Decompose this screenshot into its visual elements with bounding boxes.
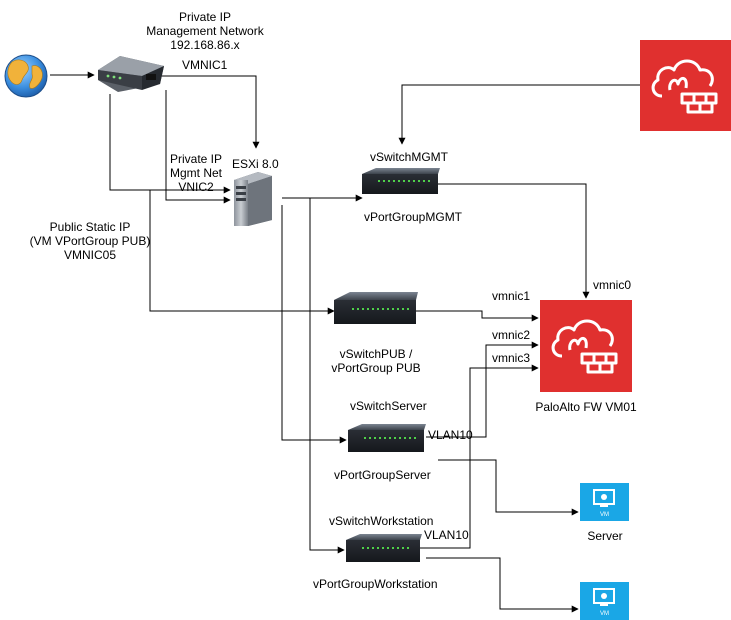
label-vmnic1: VMNIC1 [182,58,228,72]
globe-icon [4,54,48,98]
label-fw-vmnic1: vmnic1 [492,289,531,303]
label-private-ip-vnic2: Private IP Mgmt Net VNIC2 [169,152,223,194]
label-vswitch-server: vSwitchServer [350,399,427,413]
network-switch-icon [348,424,426,452]
edge-vswitchpub-fw-vmnic1 [416,310,539,322]
edge-esxi-vswitchworkstation [309,198,345,554]
edge-router-esxi-a [109,94,231,194]
edge-esxi-vswitchserver [281,205,347,444]
network-switch-icon [334,292,418,324]
firewall-cloud-icon [640,40,731,131]
edge-router-esxi-vmnic1 [160,75,260,149]
label-esxi: ESXi 8.0 [232,157,279,171]
label-vportgroup-mgmt: vPortGroupMGMT [364,210,463,224]
label-vportgroup-workstation: vPortGroupWorkstation [313,577,438,591]
label-vlan10-server: VLAN10 [428,428,473,442]
label-vswitch-pub: vSwitchPUB / vPortGroup PUB [331,347,421,375]
label-vmnic2: vmnic2 [492,328,531,342]
label-vswitch-mgmt: vSwitchMGMT [370,150,448,164]
edge-server-fw-vmnic2 [426,341,539,438]
network-switch-icon [362,168,440,194]
label-private-ip-mgmt-network: Private IP Management Network 192.168.86… [146,10,264,52]
network-switch-icon [346,534,422,562]
edge-router-esxi-vnic2 [165,90,231,204]
label-vswitch-workstation: vSwitchWorkstation [329,514,434,528]
router-icon [98,56,164,92]
server-tower-icon [234,172,272,226]
label-firewall-name: PaloAlto FW VM01 [535,400,637,414]
edge-vswitchmgmt-fw-vmnic0 [438,183,590,299]
label-vportgroup-server: vPortGroupServer [334,468,431,482]
vm-badge: VM [600,611,609,617]
label-server: Server [587,529,623,543]
vm-monitor-icon: VM [580,582,629,620]
edge-public-vswitchpub [149,190,335,315]
vm-monitor-icon: VM [580,483,629,521]
edge-vswitchserver-vm [438,459,579,516]
connections [50,71,640,613]
label-vmnic3: vmnic3 [492,351,531,365]
edge-vswitchworkstation-vm [426,557,579,613]
vm-badge: VM [600,512,609,518]
label-vlan10-workstation: VLAN10 [424,528,469,542]
edge-firewall-vswitchmgmt [398,84,640,145]
label-public-static-ip: Public Static IP (VM VPortGroup PUB) VMN… [29,220,151,262]
edge-workstation-fw-vmnic3 [420,364,539,549]
label-vmnic0: vmnic0 [593,278,632,292]
firewall-cloud-icon [540,300,632,392]
